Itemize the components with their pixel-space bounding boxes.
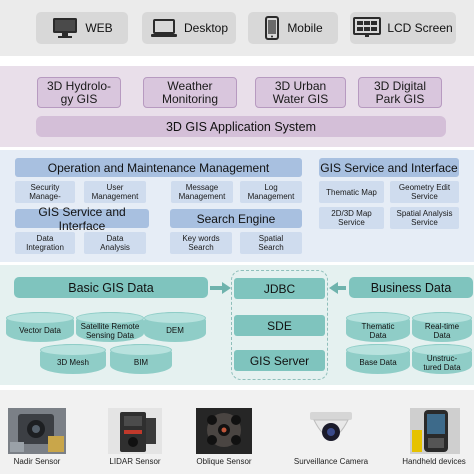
handheld-device-icon xyxy=(410,408,460,454)
nadir-sensor-label: Nadir Sensor xyxy=(13,457,61,466)
client-tile-mobile: Mobile xyxy=(248,12,338,44)
client-tile-desktop: Desktop xyxy=(142,12,236,44)
app-box-3d-hydrology-gis: 3D Hydrolo-gy GIS xyxy=(37,77,121,108)
thematic-map-item: Thematic Map xyxy=(319,181,384,203)
dem-cylinder: DEM xyxy=(144,312,206,342)
gis-service-interface-header-right: GIS Service and Interface xyxy=(319,158,459,177)
ops-maintenance-header: Operation and Maintenance Management xyxy=(15,158,302,177)
bim-cylinder: BIM xyxy=(110,344,172,374)
surveillance-camera-label: Surveillance Camera xyxy=(293,457,369,466)
business-data-header: Business Data xyxy=(349,277,473,298)
jdbc-box: JDBC xyxy=(234,278,325,299)
laptop-icon xyxy=(150,17,178,39)
oblique-sensor-label: Oblique Sensor xyxy=(196,457,252,466)
lidar-sensor-icon xyxy=(108,408,162,454)
base-data-cylinder: Base Data xyxy=(346,344,410,374)
gis-service-interface-header-left: GIS Service and Interface xyxy=(15,205,149,233)
client-tile-label: Mobile xyxy=(287,21,323,35)
client-tile-label: Desktop xyxy=(183,21,229,35)
basic-gis-data-header: Basic GIS Data xyxy=(14,277,208,298)
sde-box: SDE xyxy=(234,315,325,336)
client-tile-web: WEB xyxy=(36,12,128,44)
surveillance-camera-icon xyxy=(306,408,356,454)
gis-server-box: GIS Server xyxy=(234,350,325,371)
mobile-phone-icon xyxy=(263,16,281,40)
nadir-sensor-icon xyxy=(8,408,66,454)
3d-mesh-cylinder: 3D Mesh xyxy=(40,344,106,374)
lidar-sensor-label: LIDAR Sensor xyxy=(109,457,161,466)
application-system-bar: 3D GIS Application System xyxy=(36,116,446,137)
lcd-screen-icon xyxy=(353,17,382,39)
unstructured-data-cylinder: Unstruc-tured Data xyxy=(412,344,472,374)
client-tile-label: WEB xyxy=(85,21,113,35)
client-tile-label: LCD Screen xyxy=(387,21,453,35)
oblique-sensor-icon xyxy=(196,408,252,454)
monitor-icon xyxy=(51,17,79,39)
search-engine-header: Search Engine xyxy=(170,209,302,228)
client-tile-lcd-screen: LCD Screen xyxy=(350,12,456,44)
middleware-container xyxy=(231,270,328,380)
vector-data-cylinder: Vector Data xyxy=(6,312,74,342)
handheld-devices-label: Handheld devices xyxy=(402,457,466,466)
